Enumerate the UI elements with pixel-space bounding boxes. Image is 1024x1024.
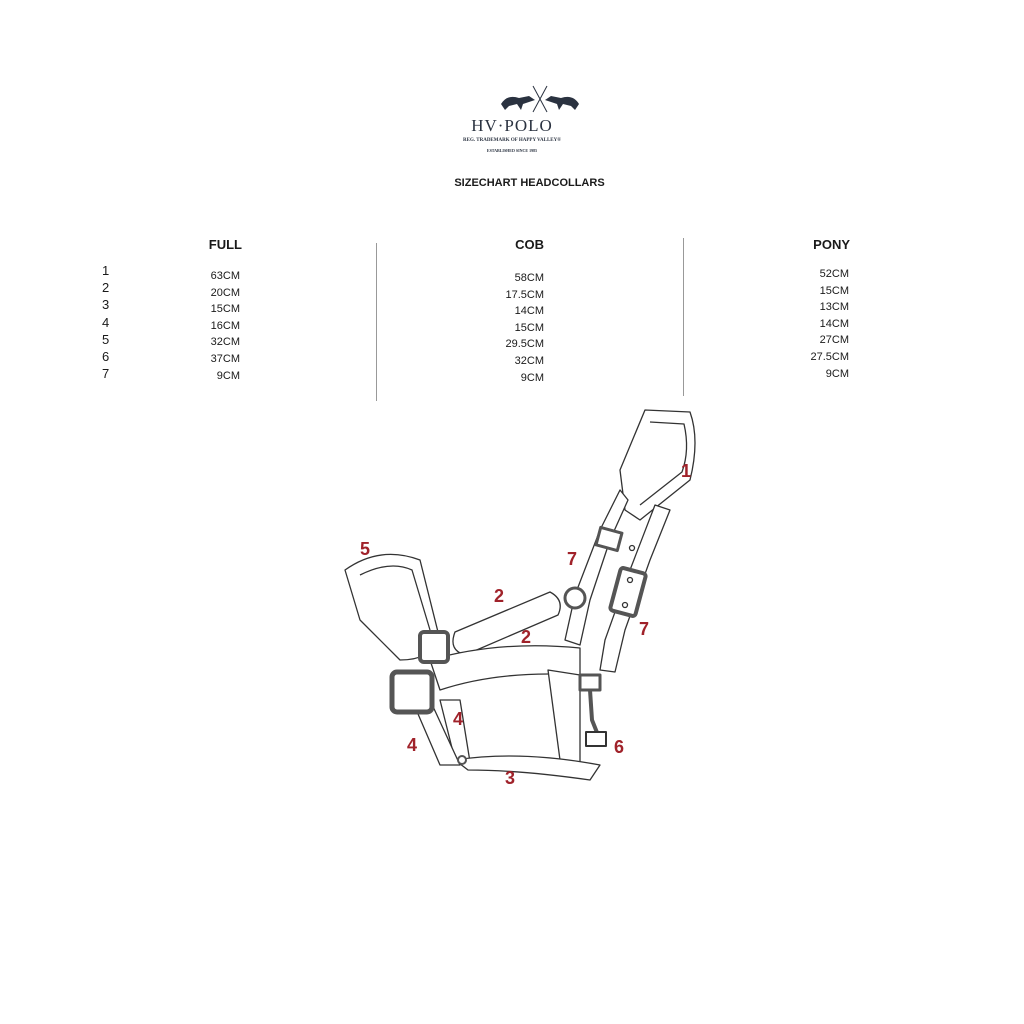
row-number: 6	[102, 349, 110, 365]
cell: 58CM	[514, 272, 544, 284]
cell: 29.5CM	[505, 338, 544, 351]
cell: 15CM	[210, 303, 240, 316]
cob-values: 58CM 17.5CM 14CM 15CM 29.5CM 32CM 9CM	[464, 270, 544, 386]
cell: 9CM	[825, 367, 849, 380]
cell: 17.5CM	[505, 288, 544, 301]
row-number: 5	[102, 331, 110, 347]
row-number: 3	[102, 297, 110, 313]
row-numbers: 1 2 3 4 5 6 7	[102, 262, 109, 382]
cell: 15CM	[819, 284, 849, 297]
page-title: SIZECHART HEADCOLLARS	[454, 177, 605, 189]
row-number: 4	[102, 314, 110, 330]
cell: 9CM	[520, 371, 544, 384]
trademark-text: REG. TRADEMARK OF HAPPY VALLEY®	[463, 138, 561, 143]
cell: 32CM	[514, 354, 544, 367]
row-number: 1	[102, 263, 110, 278]
full-values: 63CM 20CM 15CM 16CM 32CM 37CM 9CM	[160, 268, 240, 384]
cell: 20CM	[210, 286, 240, 299]
cell: 27.5CM	[810, 350, 849, 363]
cell: 9CM	[216, 369, 240, 382]
row-number: 7	[102, 366, 110, 382]
column-divider	[683, 238, 684, 396]
horses-logo-icon	[501, 85, 579, 113]
diagram-label: 2	[494, 586, 505, 606]
diagram-label: 5	[360, 539, 371, 559]
cell: 32CM	[210, 336, 240, 349]
diagram-label: 6	[614, 737, 625, 757]
pony-values: 52CM 15CM 13CM 14CM 27CM 27.5CM 9CM	[769, 266, 849, 382]
cell: 16CM	[210, 319, 240, 332]
cell: 52CM	[819, 268, 849, 280]
column-header-pony: PONY	[813, 237, 850, 252]
cell: 63CM	[210, 270, 240, 282]
cell: 27CM	[819, 334, 849, 347]
established-text: ESTABLISHED SINCE 1985	[486, 148, 538, 153]
diagram-label: 4	[407, 735, 418, 755]
column-header-full: FULL	[208, 237, 242, 252]
diagram-label: 7	[567, 549, 578, 569]
diagram-label: 1	[681, 461, 692, 481]
cell: 37CM	[210, 352, 240, 365]
column-divider	[376, 243, 377, 401]
cell: 14CM	[514, 305, 544, 318]
diagram-label: 4	[453, 709, 464, 729]
diagram-label: 3	[505, 768, 516, 788]
brand-logo-text: HV·POLO	[471, 116, 553, 135]
diagram-label: 7	[639, 619, 650, 639]
cell: 14CM	[819, 317, 849, 330]
row-number: 2	[102, 280, 110, 296]
cell: 15CM	[514, 321, 544, 334]
cell: 13CM	[819, 301, 849, 314]
column-header-cob: COB	[515, 237, 544, 252]
diagram-label: 2	[521, 627, 532, 647]
